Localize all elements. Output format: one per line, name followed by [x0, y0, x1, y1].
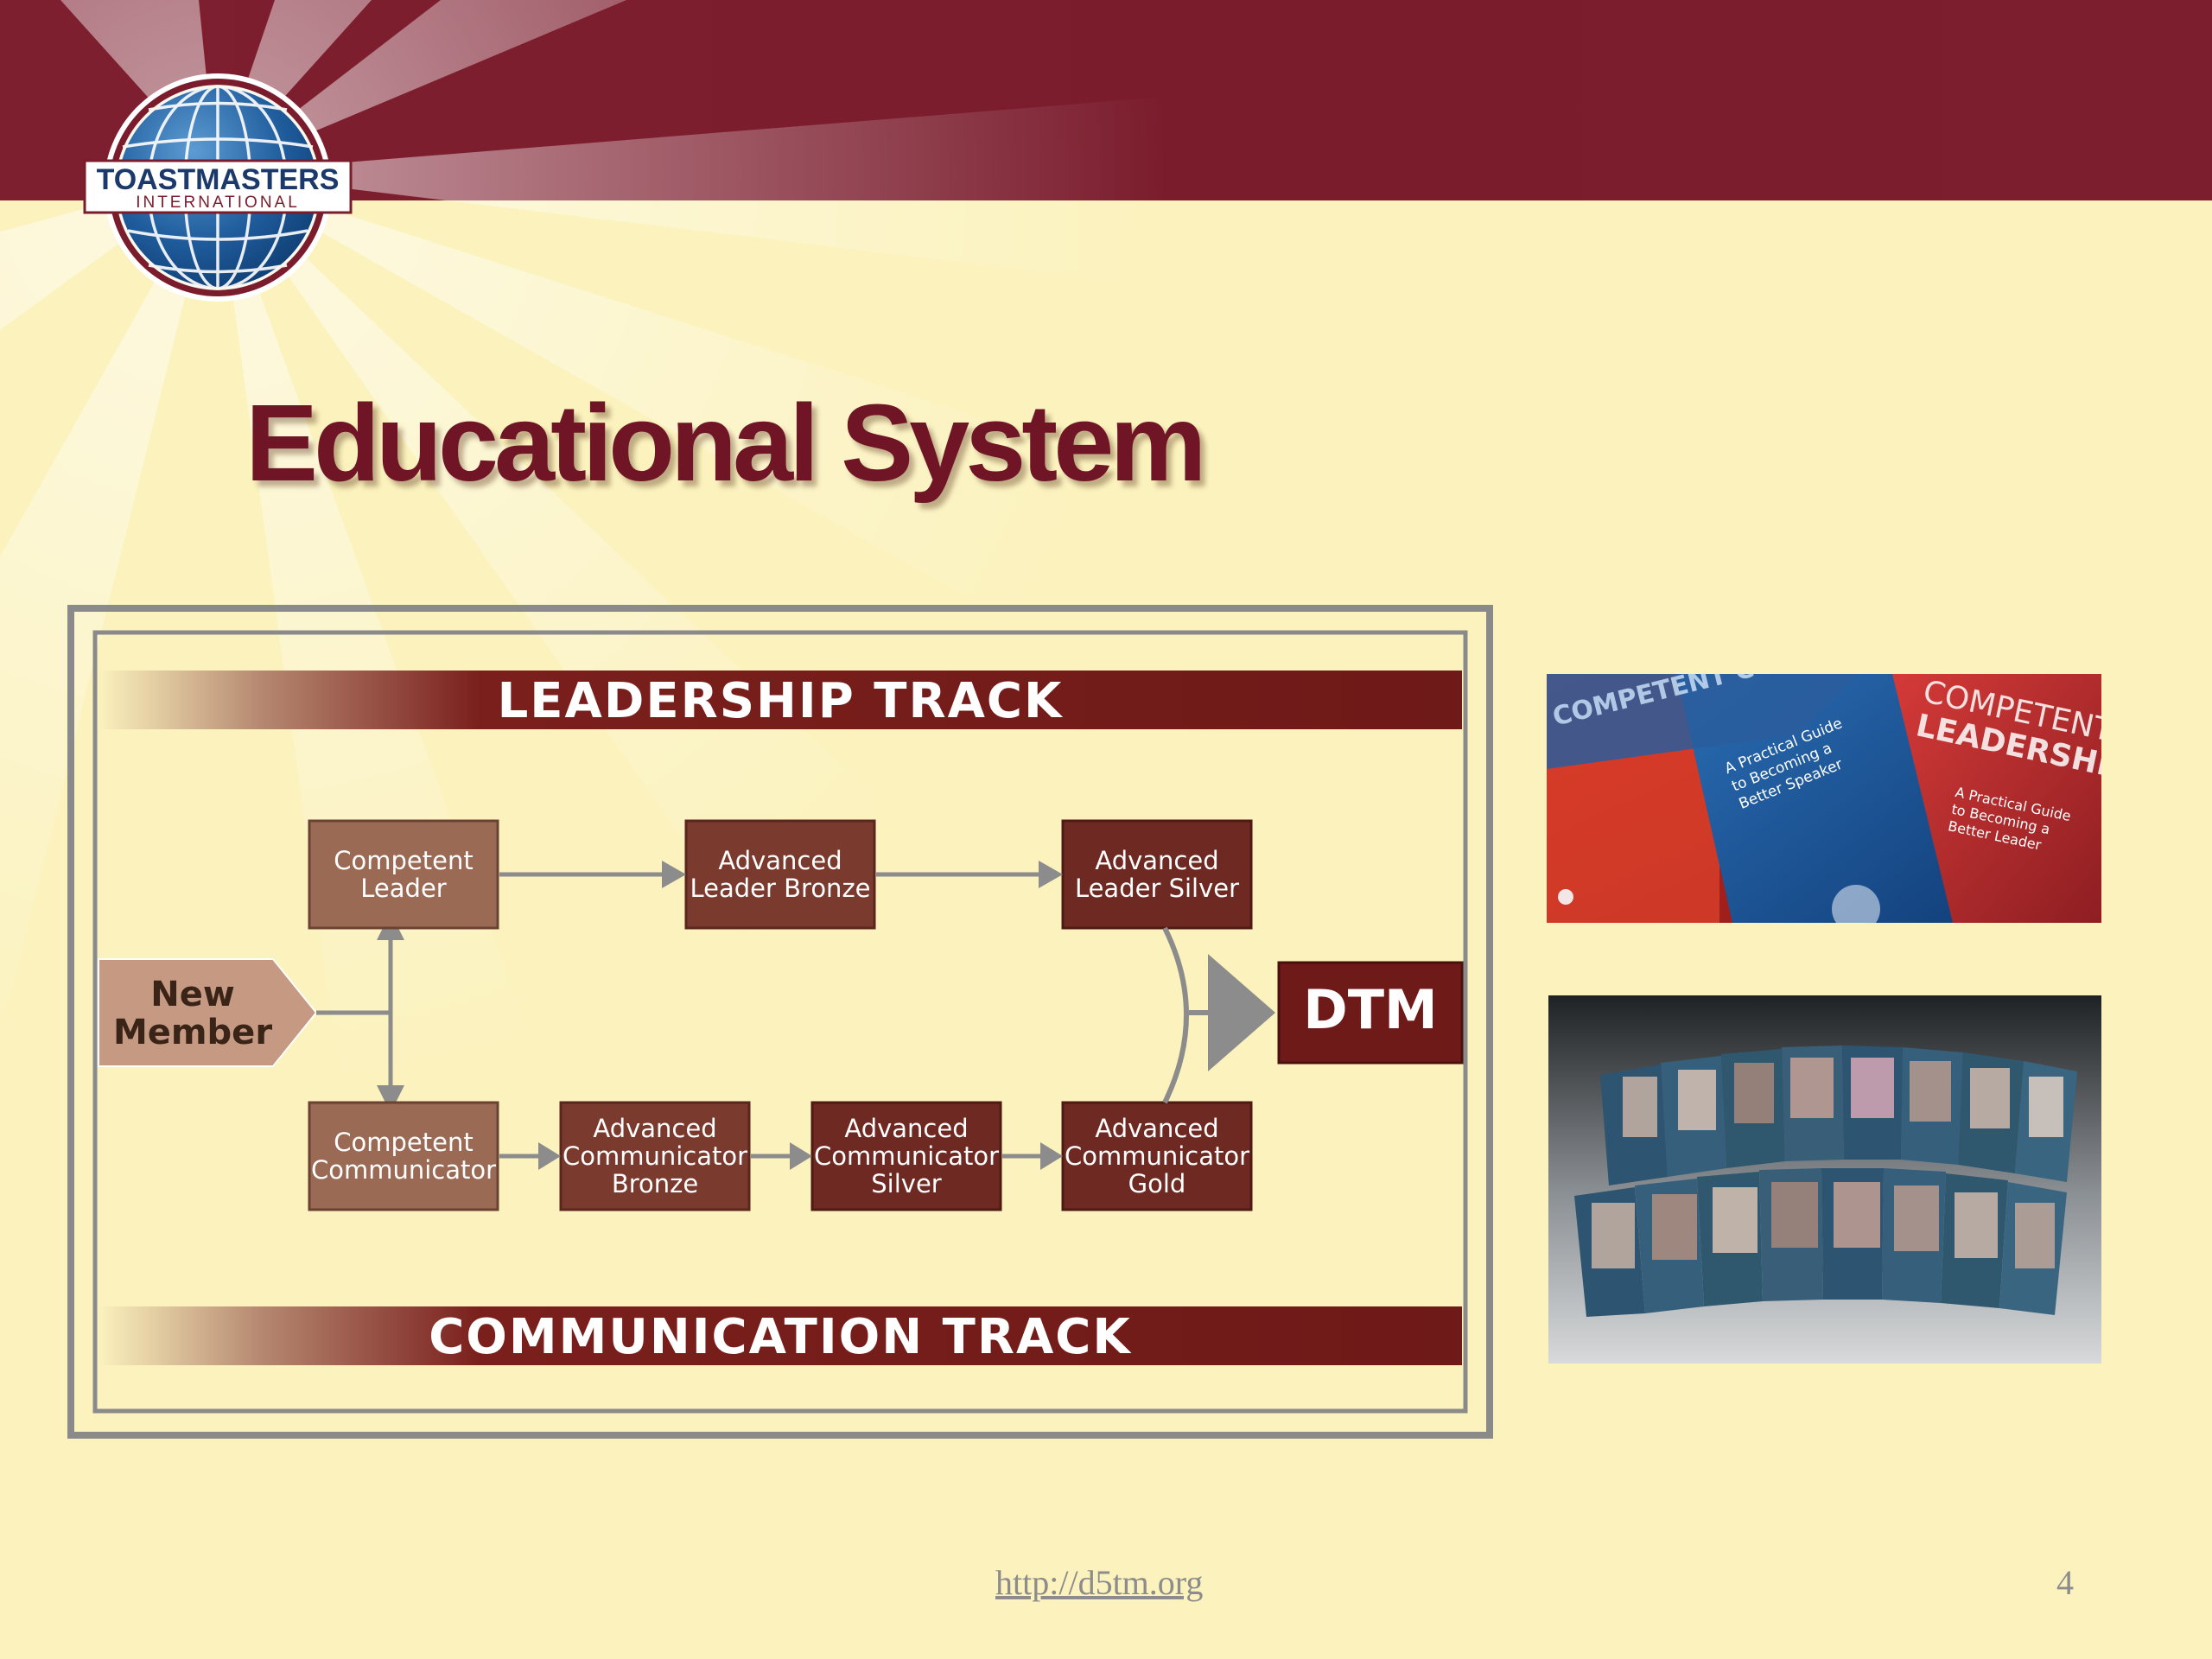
leadership-track-band [99, 671, 1462, 729]
box-advanced-leader-bronze-line1: Advanced [718, 846, 842, 875]
arrow-acb-to-acs-head [790, 1142, 812, 1170]
arrow-acs-to-acg-head [1040, 1142, 1063, 1170]
manual-row-bottom-photos [1592, 1182, 2055, 1268]
box-advanced-leader-bronze-line2: Leader Bronze [690, 874, 870, 903]
new-member-line2: Member [113, 1013, 272, 1052]
communication-track-band [99, 1306, 1462, 1365]
box-acs-line3: Silver [871, 1169, 942, 1198]
page-number: 4 [2056, 1563, 2074, 1602]
new-member-shape [98, 958, 318, 1067]
box-acb-line2: Communicator [563, 1141, 747, 1171]
diagram-inner-frame [92, 630, 1468, 1414]
manual-collection-photo [1548, 995, 2101, 1363]
educational-system-diagram: LEADERSHIP TRACK COMMUNICATION TRACK New… [67, 605, 1493, 1439]
box-advanced-communicator-bronze: Advanced Communicator Bronze [559, 1101, 751, 1211]
manual-globe-icon [1832, 885, 1880, 923]
box-advanced-leader-bronze: Advanced Leader Bronze [684, 819, 876, 930]
box-competent-leader-line1: Competent [334, 846, 473, 875]
box-acs-line2: Communicator [814, 1141, 999, 1171]
toastmasters-logo: TOASTMASTERS INTERNATIONAL [83, 73, 353, 302]
box-competent-communicator-line1: Competent [334, 1128, 473, 1157]
diagram-outer-frame [67, 605, 1493, 1439]
dtm-arrowhead [1208, 954, 1275, 1071]
box-competent-communicator-line2: Communicator [311, 1155, 496, 1185]
communication-track-label: COMMUNICATION TRACK [429, 1309, 1132, 1365]
box-competent-leader: Competent Leader [308, 819, 499, 930]
box-acg-line2: Communicator [1065, 1141, 1249, 1171]
box-advanced-communicator-silver: Advanced Communicator Silver [810, 1101, 1002, 1211]
arrow-cc-to-acb-head [538, 1142, 561, 1170]
arrow-alb-to-als-head [1039, 861, 1063, 888]
leadership-track-label: LEADERSHIP TRACK [498, 673, 1064, 729]
box-advanced-communicator-gold: Advanced Communicator Gold [1061, 1101, 1253, 1211]
box-acg-line3: Gold [1128, 1169, 1186, 1198]
manual-row-top-photos [1623, 1058, 2063, 1137]
box-acb-line3: Bronze [612, 1169, 698, 1198]
new-member-line1: New [150, 975, 235, 1014]
dtm-box [1277, 961, 1464, 1065]
logo-subtitle: INTERNATIONAL [136, 194, 300, 212]
box-competent-communicator: Competent Communicator [308, 1101, 499, 1211]
box-competent-leader-line2: Leader [360, 874, 447, 903]
logo-wordmark: TOASTMASTERS [97, 163, 340, 196]
box-acs-line1: Advanced [844, 1114, 968, 1143]
branch-down-arrowhead [377, 1085, 404, 1113]
box-advanced-leader-silver-line1: Advanced [1095, 846, 1218, 875]
footer-url-link[interactable]: http://d5tm.org [995, 1563, 1204, 1602]
box-acg-line1: Advanced [1095, 1114, 1218, 1143]
manuals-photo: COMPETENT COMMUNICATION A Practical Guid… [1547, 674, 2101, 923]
dtm-label: DTM [1303, 978, 1437, 1041]
slide-title: Educational System [245, 382, 1206, 504]
box-advanced-leader-silver-line2: Leader Silver [1075, 874, 1239, 903]
box-acb-line1: Advanced [593, 1114, 716, 1143]
arrow-cl-to-alb-head [662, 861, 686, 888]
box-advanced-leader-silver: Advanced Leader Silver [1061, 819, 1253, 930]
convergence-bracket [1162, 926, 1189, 1104]
